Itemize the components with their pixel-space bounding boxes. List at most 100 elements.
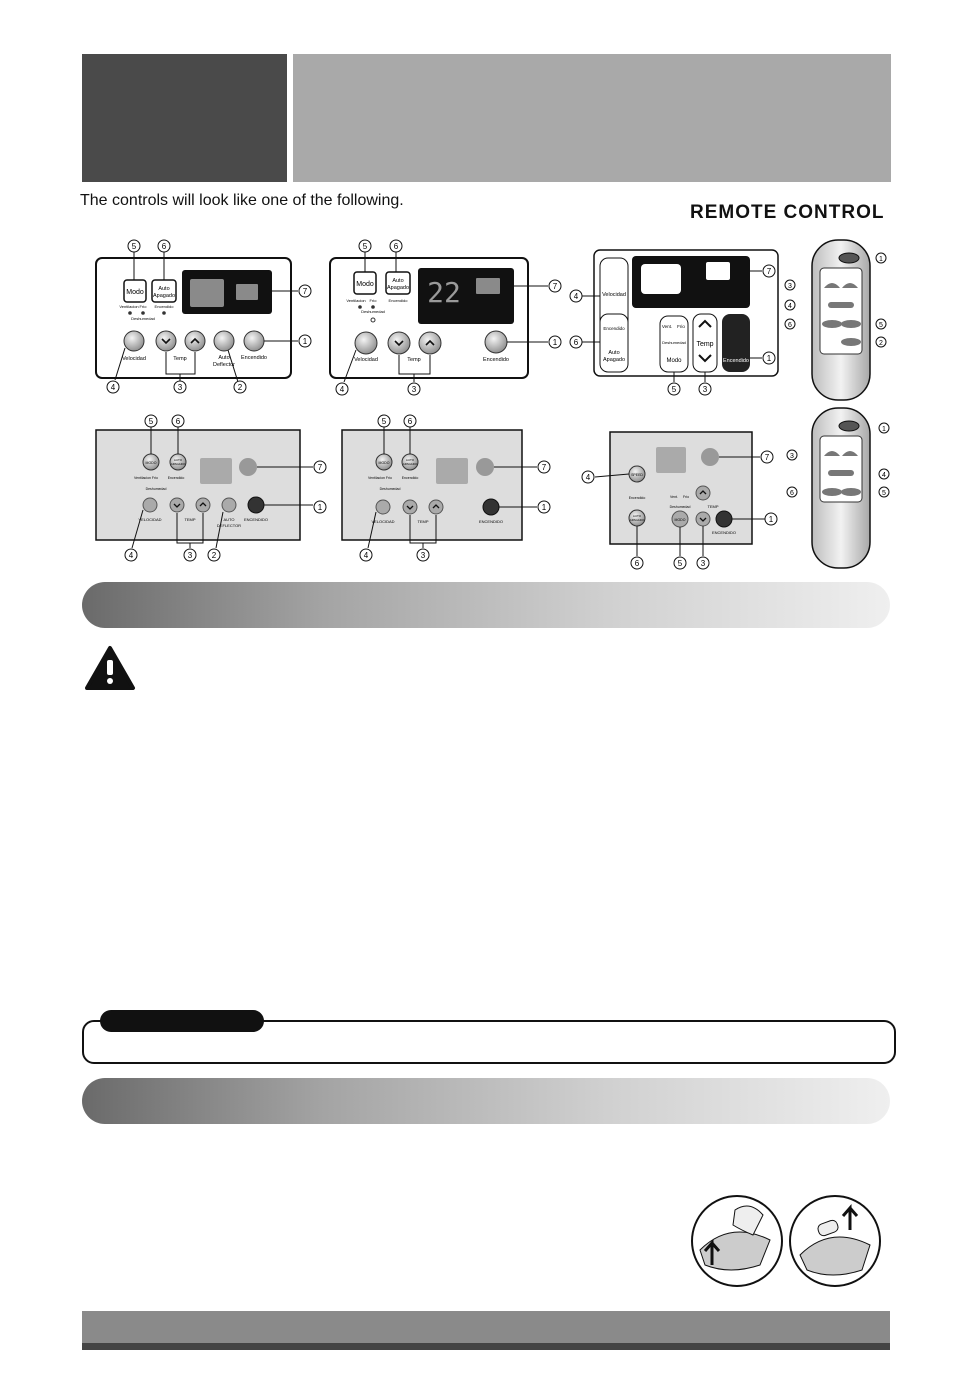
svg-text:Encendido: Encendido <box>483 357 509 363</box>
panel-4: MODO AUTO APAGADO Ventilacion Frio Encen… <box>95 414 327 562</box>
svg-text:6: 6 <box>408 417 413 426</box>
p1-auto-deflector-button[interactable] <box>213 330 235 352</box>
svg-text:4: 4 <box>111 383 116 392</box>
svg-text:6: 6 <box>176 417 181 426</box>
p1-auto1: Auto <box>158 286 169 292</box>
svg-text:5: 5 <box>149 417 154 426</box>
p5-temp-down-button[interactable] <box>402 499 418 515</box>
header-title-block <box>293 54 891 182</box>
p6-temp-down-button[interactable] <box>695 511 711 527</box>
p1-deshum: Deshumedad <box>131 316 155 321</box>
p6-temp-up-button[interactable] <box>695 485 711 501</box>
footer-rule <box>82 1343 890 1350</box>
svg-text:5: 5 <box>678 559 683 568</box>
svg-text:7: 7 <box>767 267 772 276</box>
svg-text:Encendido: Encendido <box>168 476 185 480</box>
svg-text:5: 5 <box>363 242 368 251</box>
svg-text:1: 1 <box>882 426 886 433</box>
svg-text:7: 7 <box>542 463 547 472</box>
svg-text:APAGADO: APAGADO <box>403 462 418 466</box>
header-dark-block <box>82 54 287 182</box>
svg-text:VELOCIDAD: VELOCIDAD <box>138 517 161 522</box>
note-label-tab <box>100 1010 264 1032</box>
p1-power-button[interactable] <box>243 330 265 352</box>
p4-speed-button[interactable] <box>142 497 158 513</box>
intro-text: The controls will look like one of the f… <box>80 192 404 209</box>
p5-speed-button[interactable] <box>375 499 391 515</box>
svg-text:1: 1 <box>318 503 323 512</box>
panel-2: 22 Modo Auto Apagado Ventilacion Frio En… <box>329 239 562 396</box>
p1-encend-small: Encendido <box>155 304 175 309</box>
svg-text:Frio: Frio <box>370 298 378 303</box>
p1-temp-down-button[interactable] <box>155 330 177 352</box>
svg-text:TEMP: TEMP <box>707 504 718 509</box>
svg-text:3: 3 <box>178 383 183 392</box>
p6-power-button[interactable] <box>715 510 733 528</box>
svg-text:1: 1 <box>542 503 547 512</box>
p1-speed-button[interactable] <box>123 330 145 352</box>
svg-text:AUTO: AUTO <box>223 517 234 522</box>
svg-text:Modo: Modo <box>356 281 374 288</box>
svg-text:VELOCIDAD: VELOCIDAD <box>371 519 394 524</box>
svg-text:Encendido: Encendido <box>402 476 419 480</box>
footer-bar <box>82 1311 890 1343</box>
p1-velocidad: Velocidad <box>122 356 146 362</box>
svg-text:Encendido: Encendido <box>629 496 646 500</box>
remote-control-2: 1 3 4 6 5 <box>786 407 890 569</box>
section-band-2 <box>82 1078 890 1124</box>
svg-text:3: 3 <box>790 453 794 460</box>
p2-temp-down-button[interactable] <box>387 331 411 355</box>
svg-text:Velocidad: Velocidad <box>354 357 378 363</box>
svg-text:6: 6 <box>635 559 640 568</box>
svg-text:3: 3 <box>188 551 193 560</box>
svg-text:4: 4 <box>586 473 591 482</box>
svg-text:Encendido: Encendido <box>389 298 409 303</box>
svg-text:4: 4 <box>788 303 792 310</box>
remote-control-1: 1 3 4 6 5 2 <box>784 239 887 401</box>
svg-text:Apagado: Apagado <box>387 285 409 291</box>
svg-text:Velocidad: Velocidad <box>602 292 626 298</box>
p2-speed-button[interactable] <box>354 331 378 355</box>
p5-temp-up-button[interactable] <box>428 499 444 515</box>
svg-text:3: 3 <box>703 385 708 394</box>
p5-power-button[interactable] <box>482 498 500 516</box>
svg-text:Frio: Frio <box>677 324 685 329</box>
p4-temp-up-button[interactable] <box>195 497 211 513</box>
p4-temp-down-button[interactable] <box>169 497 185 513</box>
svg-text:Vent.: Vent. <box>670 495 678 499</box>
p2-temp-up-button[interactable] <box>418 331 442 355</box>
svg-text:6: 6 <box>162 242 167 251</box>
r1-power-button[interactable] <box>838 252 860 264</box>
svg-text:Deshumedad: Deshumedad <box>146 487 167 491</box>
svg-text:1: 1 <box>879 256 883 263</box>
panel-1: Modo Auto Apagado Ventilacion Frio Encen… <box>95 239 312 394</box>
section-band-1 <box>82 582 890 628</box>
svg-text:Deshumedad: Deshumedad <box>662 340 686 345</box>
p4-power-button[interactable] <box>247 496 265 514</box>
svg-text:6: 6 <box>790 490 794 497</box>
p1-encendido: Encendido <box>241 355 267 361</box>
svg-text:ENCENDIDO: ENCENDIDO <box>244 517 268 522</box>
svg-text:6: 6 <box>574 338 579 347</box>
svg-text:Temp: Temp <box>407 357 420 363</box>
control-panels-illustration: Modo Auto Apagado Ventilacion Frio Encen… <box>95 239 890 570</box>
r2-power-button[interactable] <box>838 420 860 432</box>
svg-text:3: 3 <box>412 385 417 394</box>
svg-text:TEMP: TEMP <box>184 517 195 522</box>
svg-text:APAGADO: APAGADO <box>630 518 645 522</box>
p4-auto-deflector-button[interactable] <box>221 497 237 513</box>
svg-text:Deflector: Deflector <box>213 362 235 368</box>
p1-vent: Ventilacion <box>119 304 138 309</box>
p1-frio: Frio <box>140 304 148 309</box>
svg-text:Auto: Auto <box>218 355 229 361</box>
svg-text:Temp: Temp <box>696 341 713 348</box>
p2-power-button[interactable] <box>484 330 508 354</box>
p1-temp-up-button[interactable] <box>184 330 206 352</box>
svg-text:Auto: Auto <box>392 278 403 284</box>
svg-text:2: 2 <box>879 340 883 347</box>
svg-text:Deshumedad: Deshumedad <box>380 487 401 491</box>
svg-text:SPEED: SPEED <box>631 473 643 477</box>
svg-text:Ventilacion Frio: Ventilacion Frio <box>368 476 392 480</box>
note-box <box>82 1020 896 1064</box>
svg-text:MODO: MODO <box>146 461 157 465</box>
